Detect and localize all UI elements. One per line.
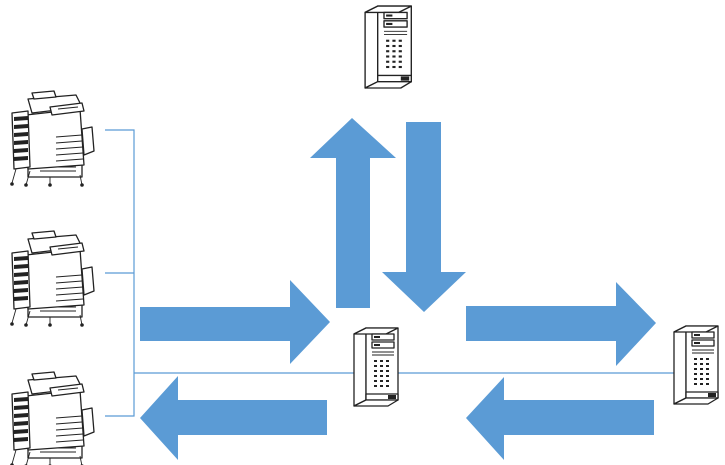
tower-server-icon — [365, 6, 411, 88]
arrow-right-to-center — [466, 377, 654, 460]
printer-bus-line — [105, 130, 134, 416]
tower-server-icon — [674, 326, 718, 404]
printer-1 — [10, 91, 94, 187]
multifunction-printer-icon — [10, 372, 94, 465]
arrow-top-to-center — [382, 122, 466, 312]
server-center — [354, 328, 398, 406]
printer-2 — [10, 231, 94, 327]
flow-arrows — [140, 118, 656, 460]
server-top — [365, 6, 411, 88]
multifunction-printer-icon — [10, 231, 94, 327]
arrow-center-to-right — [466, 282, 656, 366]
printer-3 — [10, 372, 94, 465]
arrow-center-to-printers — [140, 376, 327, 460]
multifunction-printer-icon — [10, 91, 94, 187]
tower-server-icon — [354, 328, 398, 406]
arrow-printers-to-center — [140, 280, 330, 364]
server-right — [674, 326, 718, 404]
arrow-center-to-top — [310, 118, 396, 308]
